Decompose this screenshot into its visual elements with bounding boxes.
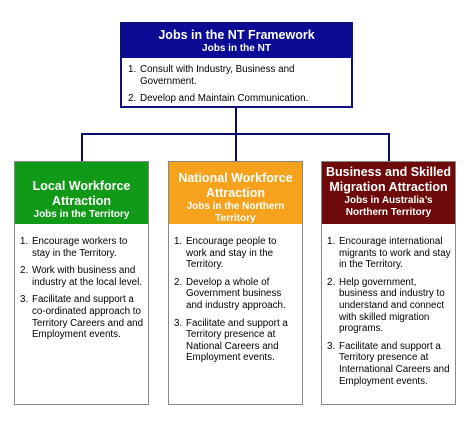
item-text: Consult with Industry, Business and Gove… <box>140 64 295 87</box>
item-text: Help government, business and industry t… <box>339 276 445 335</box>
framework-header: Jobs in the NT Framework Jobs in the NT <box>122 24 351 58</box>
list-item: 1.Consult with Industry, Business and Go… <box>128 64 345 87</box>
local-workforce-box: Local Workforce Attraction Jobs in the T… <box>14 161 149 405</box>
item-text: Work with business and industry at the l… <box>32 265 142 288</box>
item-number: 1. <box>327 236 336 247</box>
item-text: Facilitate and support a Territory prese… <box>339 340 450 387</box>
item-text: Facilitate and support a co-ordinated ap… <box>32 294 144 341</box>
item-text: Encourage people to work and stay in the… <box>186 236 277 271</box>
local-workforce-header: Local Workforce Attraction Jobs in the T… <box>15 162 148 224</box>
item-text: Encourage workers to stay in the Territo… <box>32 236 128 259</box>
local-workforce-subtitle: Jobs in the Territory <box>33 209 130 220</box>
framework-box: Jobs in the NT Framework Jobs in the NT … <box>120 22 353 108</box>
national-workforce-title: National Workforce Attraction <box>178 171 293 200</box>
item-number: 1. <box>174 236 183 247</box>
connector-left <box>81 133 83 161</box>
item-number: 1. <box>20 236 29 247</box>
list-item: 3.Facilitate and support a Territory pre… <box>174 318 298 364</box>
list-item: 1.Encourage workers to stay in the Terri… <box>20 236 144 259</box>
connector-right <box>388 133 390 161</box>
list-item: 1.Encourage people to work and stay in t… <box>174 236 298 271</box>
skilled-migration-header: Business and Skilled Migration Attractio… <box>322 162 455 224</box>
item-number: 2. <box>327 276 336 288</box>
list-item: 2.Develop and Maintain Communication. <box>128 93 345 105</box>
skilled-migration-box: Business and Skilled Migration Attractio… <box>321 161 456 405</box>
skilled-migration-title: Business and Skilled Migration Attractio… <box>325 165 452 194</box>
item-number: 3. <box>327 340 336 352</box>
item-number: 1. <box>128 64 137 75</box>
item-number: 3. <box>174 317 183 329</box>
connector-trunk <box>235 108 237 134</box>
item-number: 3. <box>20 294 29 306</box>
list-item: 2.Help government, business and industry… <box>327 277 451 335</box>
list-item: 2.Develop a whole of Government business… <box>174 277 298 312</box>
skilled-migration-list: 1.Encourage international migrants to wo… <box>327 236 451 393</box>
national-workforce-subtitle: Jobs in the Northern Territory <box>186 201 285 224</box>
framework-list: 1.Consult with Industry, Business and Go… <box>128 64 345 111</box>
national-workforce-list: 1.Encourage people to work and stay in t… <box>174 236 298 370</box>
local-workforce-title: Local Workforce Attraction <box>32 179 131 208</box>
item-text: Encourage international migrants to work… <box>339 236 451 271</box>
item-text: Facilitate and support a Territory prese… <box>186 317 288 364</box>
framework-title: Jobs in the NT Framework <box>158 28 315 42</box>
national-workforce-box: National Workforce Attraction Jobs in th… <box>168 161 303 405</box>
skilled-migration-subtitle: Jobs in Australia’s Northern Territory <box>344 195 433 218</box>
local-workforce-list: 1.Encourage workers to stay in the Terri… <box>20 236 144 347</box>
list-item: 3.Facilitate and support a Territory pre… <box>327 341 451 387</box>
list-item: 2.Work with business and industry at the… <box>20 265 144 288</box>
national-workforce-header: National Workforce Attraction Jobs in th… <box>169 162 302 224</box>
framework-subtitle: Jobs in the NT <box>202 43 271 54</box>
item-text: Develop a whole of Government business a… <box>186 276 286 311</box>
item-number: 2. <box>20 265 29 277</box>
item-number: 2. <box>174 276 183 288</box>
list-item: 1.Encourage international migrants to wo… <box>327 236 451 271</box>
item-text: Develop and Maintain Communication. <box>140 93 309 105</box>
connector-mid <box>235 133 237 161</box>
item-number: 2. <box>128 93 137 105</box>
list-item: 3.Facilitate and support a co-ordinated … <box>20 294 144 340</box>
